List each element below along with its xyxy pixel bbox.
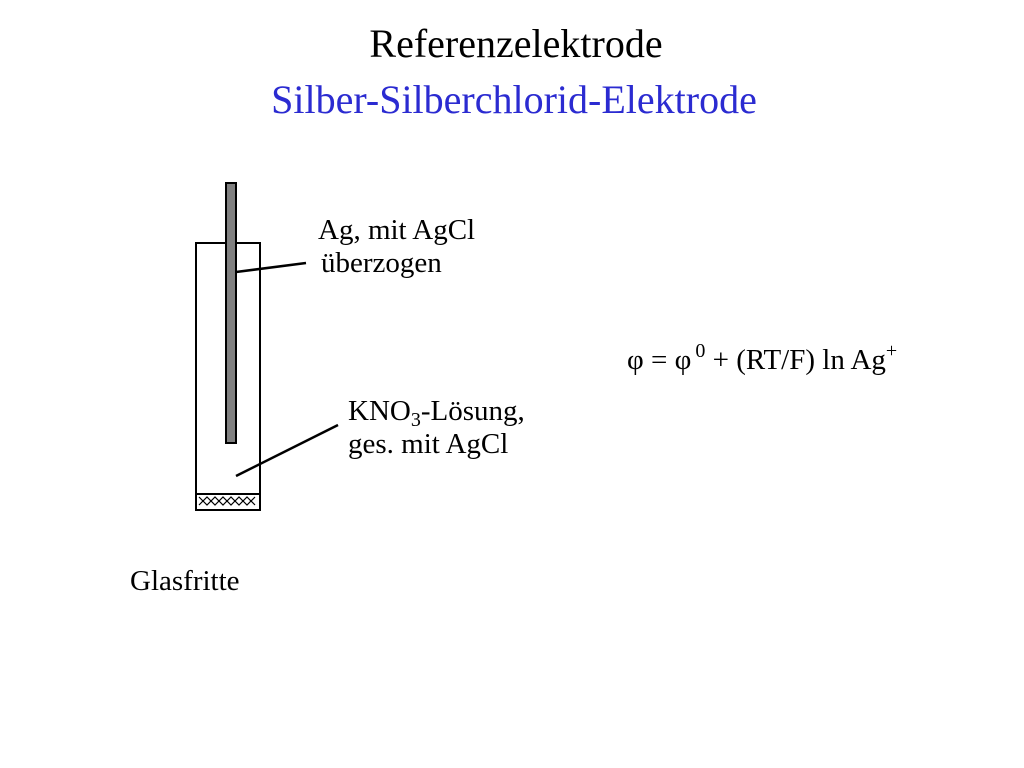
page-title: Referenzelektrode (369, 21, 663, 66)
equation-lhs: φ = φ (627, 344, 692, 376)
frit-label: Glasfritte (130, 565, 240, 597)
kno3-leader-line (235, 423, 339, 478)
kno3-suffix: -Lösung, (420, 395, 525, 427)
ag-label: Ag, mit AgCl überzogen (318, 214, 475, 281)
equation-zero: 0 (695, 340, 706, 362)
ag-label-line1: Ag, mit AgCl (318, 214, 476, 246)
page-subtitle: Silber-Silberchlorid-Elektrode (271, 77, 757, 122)
kno3-label: KNO3-Lösung, ges. mit AgCl (348, 395, 525, 462)
equation-plus: + (885, 340, 898, 362)
silver-wire (225, 182, 237, 444)
kno3-label-line1: KNO3-Lösung, (348, 395, 525, 431)
equation-rhs: + (RT/F) ln Ag (705, 344, 886, 376)
ag-label-line2: überzogen (321, 247, 442, 280)
kno3-formula: KNO (348, 395, 411, 427)
ag-leader-line (235, 261, 307, 274)
kno3-subscript: 3 (410, 409, 421, 431)
kno3-label-line2: ges. mit AgCl (348, 428, 509, 461)
frit-pattern (198, 496, 256, 506)
